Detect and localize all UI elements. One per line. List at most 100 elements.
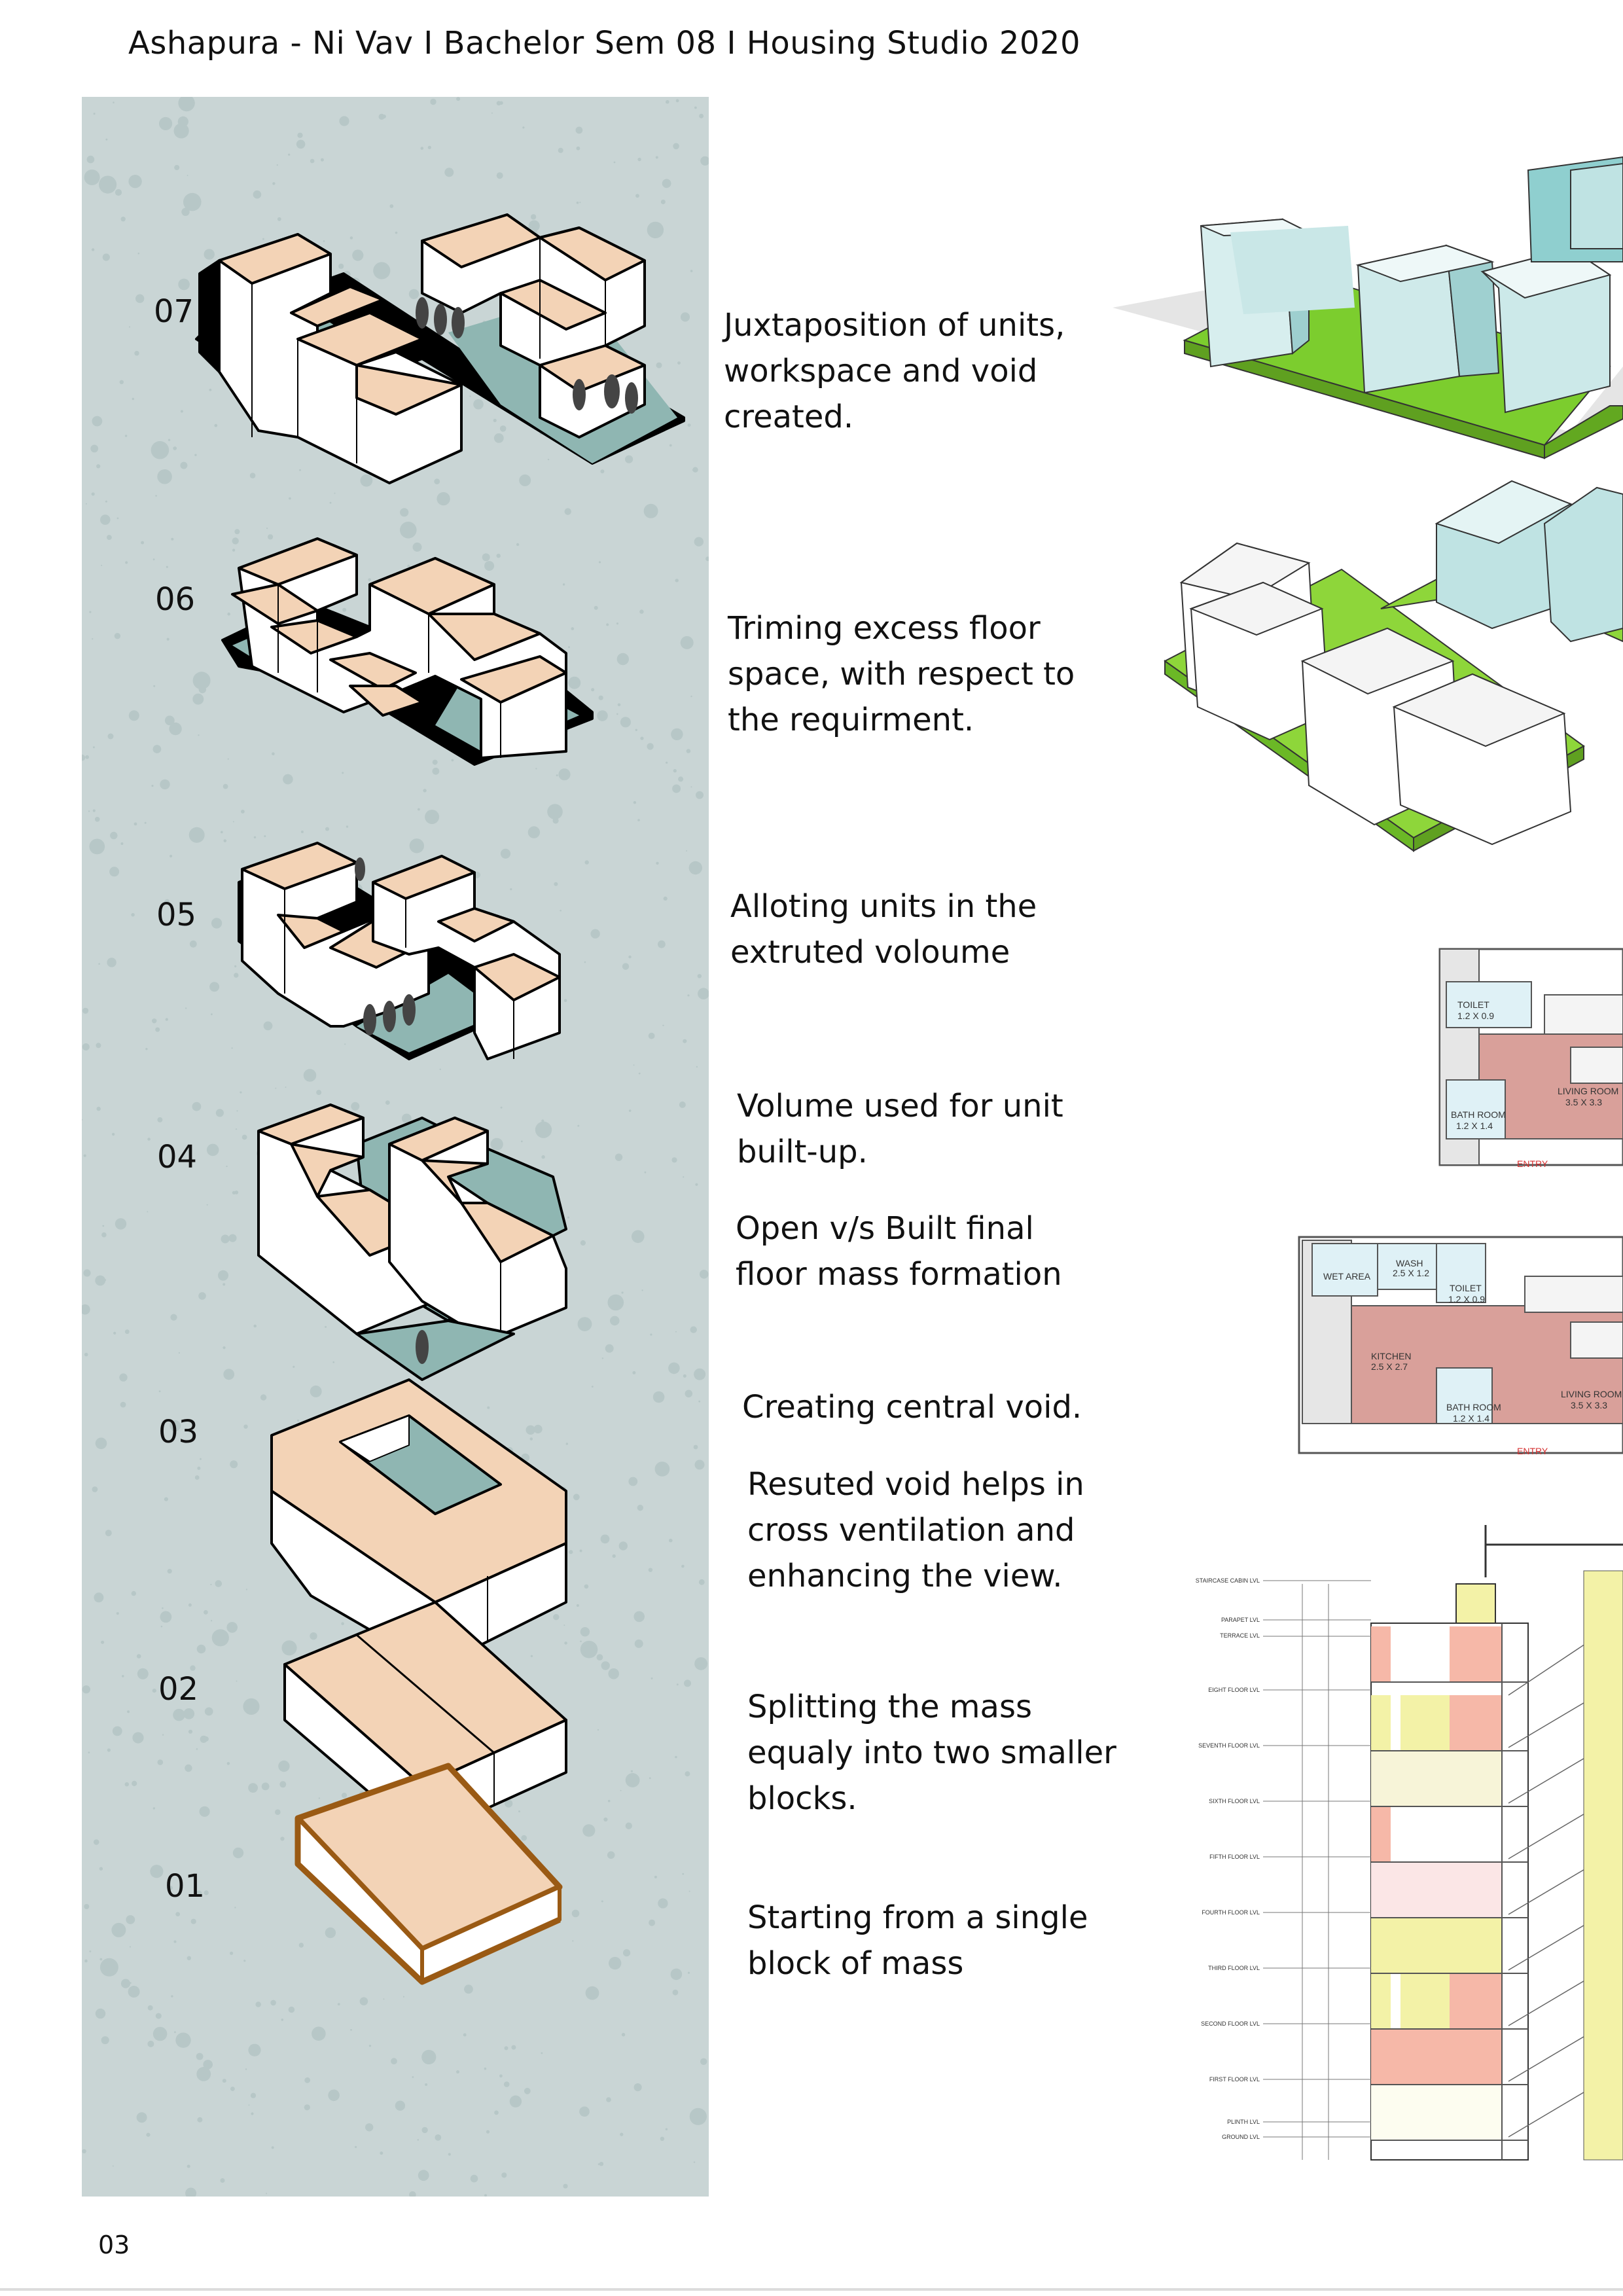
speckle-dot [687,994,690,997]
speckle-dot [444,168,454,177]
speckle-dot [585,1986,599,2000]
speckle-dot [342,607,347,612]
speckle-dot [421,2049,437,2065]
speckle-dot [157,1759,164,1765]
speckle-dot [690,786,692,788]
speckle-dot [633,2083,642,2092]
speckle-dot [232,821,234,823]
speckle-dot [151,440,169,459]
speckle-dot [577,1124,580,1127]
speckle-dot [84,1959,88,1963]
speckle-dot [100,514,111,525]
step-number-05: 05 [156,897,197,933]
speckle-dot [672,1989,679,1996]
speckle-dot [679,1101,686,1108]
speckle-dot [193,101,195,103]
speckle-dot [165,1018,168,1021]
speckle-dot [178,278,190,291]
speckle-dot [409,2191,416,2197]
speckle-dot [174,165,180,170]
speckle-dot [96,1043,101,1049]
speckle-dot [580,1640,598,1659]
speckle-dot [231,1047,233,1049]
speckle-dot [698,988,709,999]
speckle-dot [243,1960,246,1962]
speckle-dot [209,982,220,992]
plan2-label: TOILET [1450,1283,1482,1293]
speckle-dot [685,1390,693,1398]
speckle-dot [681,1564,685,1568]
speckle-dot [554,882,558,886]
speckle-dot [328,2089,340,2102]
speckle-dot [136,1654,141,1659]
speckle-dot [303,1069,317,1082]
speckle-dot [524,2087,531,2094]
speckle-dot [168,439,171,441]
speckle-dot [658,940,666,948]
speckle-dot [92,809,96,812]
speckle-dot [189,940,197,948]
speckle-dot [648,1568,653,1572]
speckle-dot [360,474,373,487]
speckle-dot [491,112,493,114]
speckle-dot [510,888,512,891]
speckle-dot [584,961,586,963]
massing-diagram-panel: 07 06 05 04 03 02 01 [82,97,709,2197]
speckle-dot [610,1316,620,1326]
page-title: Ashapura - Ni Vav I Bachelor Sem 08 I Ho… [128,25,1080,62]
speckle-dot [412,2076,414,2078]
massing-model-render-1 [1113,156,1623,459]
speckle-dot [683,1374,687,1378]
speckle-dot [234,965,237,967]
speckle-dot [175,1912,181,1917]
speckle-dot [505,1799,513,1808]
speckle-dot [298,1943,304,1948]
speckle-dot [500,848,511,859]
speckle-dot [107,733,114,740]
speckle-dot [83,1269,91,1277]
plan1-label: LIVING ROOM [1558,1086,1618,1096]
speckle-dot [109,867,120,877]
speckle-dot [113,1331,116,1335]
speckle-dot [499,2074,503,2078]
speckle-dot [250,2092,257,2098]
speckle-dot [91,492,95,496]
caption-line: Triming excess floor [728,610,1041,647]
caption-line: block of mass [747,1945,964,1982]
caption-step-05: Alloting units in the extruted voloume [730,884,1037,975]
speckle-dot [519,474,531,486]
section-level-label: SIXTH FLOOR LVL [1209,1798,1260,1804]
speckle-dot [185,1007,187,1009]
caption-step-04-secondary: Open v/s Built final floor mass formatio… [736,1206,1062,1297]
plan2-label: KITCHEN [1371,1351,1411,1361]
speckle-dot [251,2112,254,2115]
speckle-dot [620,2132,624,2136]
speckle-dot [601,1357,604,1359]
speckle-dot [527,826,541,838]
speckle-dot [241,810,245,814]
speckle-dot [616,713,618,715]
speckle-dot [579,2106,590,2117]
speckle-dot [378,113,385,120]
speckle-dot [529,1437,533,1441]
speckle-dot [297,132,303,138]
speckle-dot [407,564,410,568]
speckle-dot [155,495,157,497]
speckle-dot [698,1579,705,1585]
speckle-dot [355,2145,357,2148]
speckle-dot [640,736,644,740]
caption-line: Starting from a single [747,1899,1088,1936]
speckle-dot [243,1424,248,1429]
speckle-dot [573,1494,580,1501]
speckle-dot [680,636,694,649]
caption-line: cross ventilation and [747,1512,1075,1549]
speckle-dot [84,170,100,185]
speckle-dot [227,758,229,760]
speckle-dot [200,1735,207,1743]
speckle-dot [325,1927,336,1939]
speckle-dot [490,1138,503,1151]
caption-line: blocks. [747,1780,857,1817]
speckle-dot [226,1165,228,1168]
speckle-dot [253,190,262,199]
speckle-dot [288,153,291,156]
